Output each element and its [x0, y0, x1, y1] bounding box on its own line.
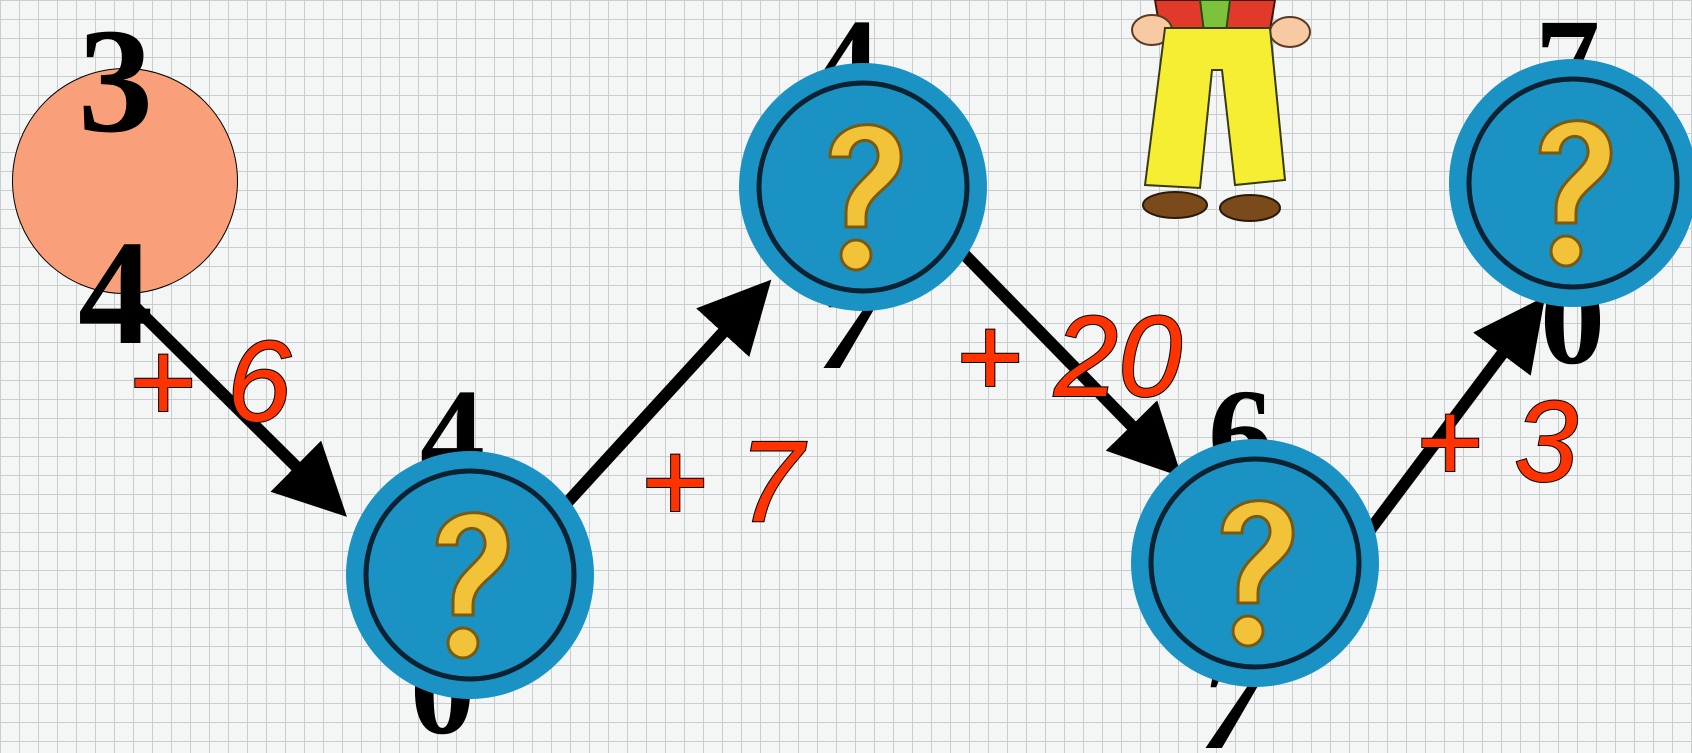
question-mark-icon	[738, 62, 988, 312]
question-node-4[interactable]	[1448, 58, 1692, 308]
question-mark-icon	[1448, 58, 1692, 308]
operation-label-1: + 6	[128, 325, 291, 440]
operation-label-4: + 3	[1415, 385, 1578, 500]
question-node-2[interactable]	[738, 62, 988, 312]
boy-character	[1100, 0, 1330, 230]
operation-label-2: + 7	[640, 425, 803, 540]
question-node-1[interactable]	[345, 450, 595, 700]
operation-label-3: + 20	[955, 300, 1182, 415]
question-mark-icon	[1130, 438, 1380, 688]
question-node-3[interactable]	[1130, 438, 1380, 688]
question-mark-icon	[345, 450, 595, 700]
